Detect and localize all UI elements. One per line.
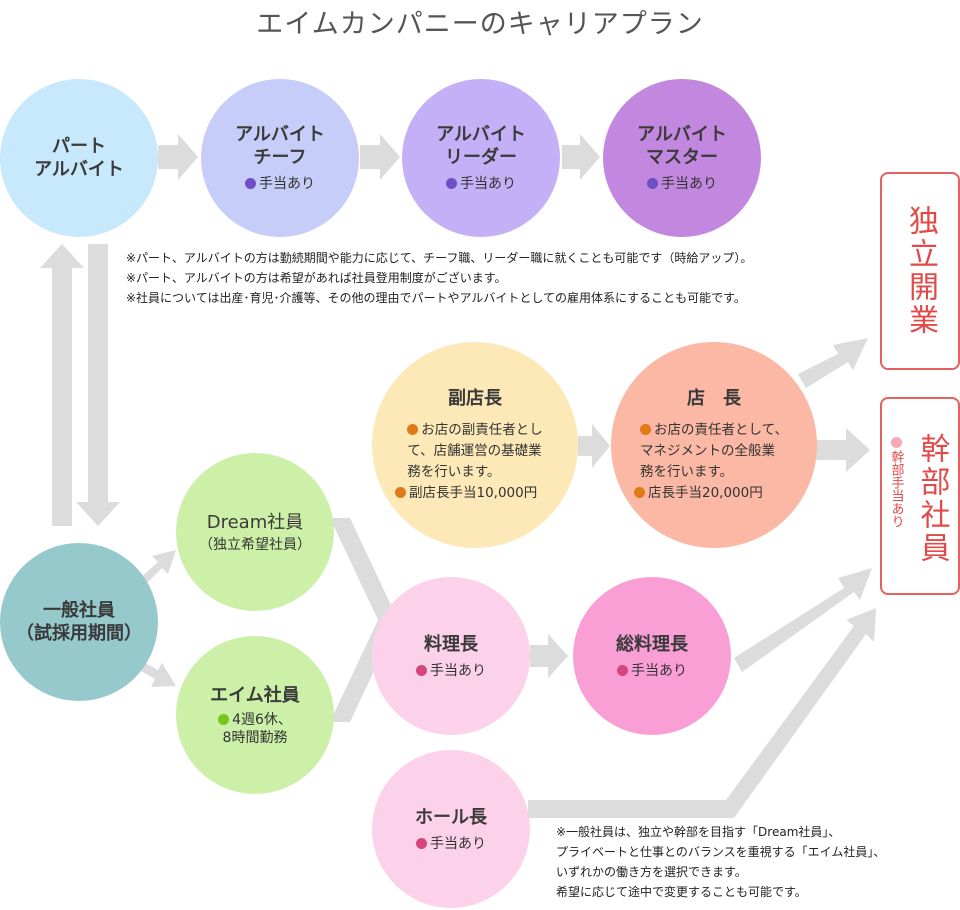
node-manager-desc: お店の責任者として、 マネジメントの全般業 務を行います。 [640, 421, 788, 480]
purple-dot-icon [647, 178, 658, 189]
arrow-general-to-part [40, 244, 84, 526]
node-hall-allowance: 手当あり [416, 833, 486, 853]
node-vice-desc: お店の副責任者とし て、店舗運営の基礎業 務を行います。 [407, 421, 543, 480]
node-part-time-title: パート アルバイト [34, 136, 124, 180]
goal-executive-note: 幹部手当あり [887, 437, 906, 528]
node-chief-allowance: 手当あり [245, 173, 315, 193]
arrow-headchef-to-executive [734, 568, 872, 672]
node-chef-title: 料理長 [424, 633, 478, 655]
note-line: プライベートと仕事とのバランスを重視する「エイム社員」、 [556, 845, 886, 859]
node-hall-manager: ホール長 手当あり [372, 750, 530, 908]
node-aim-title: エイム社員 [210, 684, 300, 706]
node-chief-title: アルバイト チーフ [235, 124, 325, 168]
note-line: 希望に応じて途中で変更することも可能です。 [556, 885, 807, 899]
node-manager-pay: 店長手当20,000円 [634, 483, 794, 504]
arrow-leader-to-master [562, 134, 600, 180]
node-vice-manager: 副店長 お店の副責任者とし て、店舗運営の基礎業 務を行います。 副店長手当10… [372, 342, 578, 548]
arrow-chief-to-leader [360, 134, 400, 180]
arrow-general-to-aim [136, 660, 176, 687]
arrow-general-to-dream [138, 550, 176, 586]
node-leader: アルバイト リーダー 手当あり [402, 79, 560, 237]
note-line: ※パート、アルバイトの方は勤続期間や能力に応じて、チーフ職、リーダー職に就くこと… [126, 251, 753, 265]
node-general-employee: 一般社員 （試採用期間） [0, 543, 158, 701]
node-dream-title: Dream社員 [206, 511, 304, 533]
node-vice-title: 副店長 [448, 387, 502, 409]
pink-dot-icon [617, 664, 628, 676]
note-line: いずれかの働き方を選択できます。 [556, 865, 747, 879]
orange-dot-icon [640, 423, 652, 435]
note-line: ※一般社員は、独立や幹部を目指す「Dream社員」、 [556, 825, 841, 839]
orange-dot-icon [634, 486, 645, 498]
note-line: ※社員については出産･育児･介護等、その他の理由でパートやアルバイトとしての雇用… [126, 291, 746, 305]
node-head-chef-allowance: 手当あり [617, 660, 687, 680]
arrow-part-to-general [76, 244, 120, 526]
orange-dot-icon [395, 486, 406, 498]
note-line: ※パート、アルバイトの方は希望があれば社員登用制度がございます。 [126, 271, 507, 285]
goal-independence-label: 独立開業 [903, 205, 938, 337]
node-vice-pay: 副店長手当10,000円 [395, 483, 555, 504]
node-aim-detail: 4週6休、 8時間勤務 [218, 711, 292, 747]
node-hall-title: ホール長 [415, 806, 487, 828]
node-manager-title: 店 長 [687, 387, 741, 409]
node-head-chef: 総料理長 手当あり [573, 577, 731, 735]
node-dream-employee: Dream社員 （独立希望社員） [176, 453, 334, 611]
orange-dot-icon [407, 423, 419, 435]
node-part-time: パート アルバイト [0, 79, 158, 237]
node-master-allowance: 手当あり [647, 173, 717, 193]
node-master-title: アルバイト マスター [637, 124, 727, 168]
goal-executive-box: 幹部社員 幹部手当あり [880, 397, 960, 595]
purple-dot-icon [446, 178, 457, 189]
goal-executive-label: 幹部社員 [914, 433, 950, 565]
arrow-chef-to-headchef [530, 634, 568, 678]
node-master: アルバイト マスター 手当あり [603, 79, 761, 237]
pink-dot-icon [890, 437, 902, 448]
node-leader-title: アルバイト リーダー [436, 124, 526, 168]
page-title: エイムカンパニーのキャリアプラン [256, 9, 704, 40]
node-store-manager: 店 長 お店の責任者として、 マネジメントの全般業 務を行います。 店長手当20… [611, 342, 817, 548]
node-aim-employee: エイム社員 4週6休、 8時間勤務 [176, 636, 334, 794]
arrow-manager-to-independence [798, 338, 868, 388]
node-chef: 料理長 手当あり [372, 577, 530, 735]
node-leader-allowance: 手当あり [446, 173, 516, 193]
arrow-hall-to-executive [528, 608, 876, 818]
arrow-vice-to-manager [578, 424, 610, 468]
arrow-manager-to-executive [800, 428, 870, 472]
purple-dot-icon [245, 178, 256, 189]
green-dot-icon [218, 713, 230, 725]
node-chef-allowance: 手当あり [416, 660, 486, 680]
node-dream-sub: （独立希望社員） [199, 536, 311, 553]
pink-dot-icon [416, 664, 427, 676]
notes-top: ※パート、アルバイトの方は勤続期間や能力に応じて、チーフ職、リーダー職に就くこと… [126, 248, 752, 308]
node-head-chef-title: 総料理長 [616, 633, 688, 655]
notes-bottom: ※一般社員は、独立や幹部を目指す「Dream社員」、 プライベートと仕事とのバラ… [556, 822, 885, 902]
goal-independence-box: 独立開業 [880, 172, 960, 370]
node-general-title: 一般社員 （試採用期間） [16, 600, 142, 644]
node-chief: アルバイト チーフ 手当あり [201, 79, 359, 237]
arrow-part-to-chief [158, 134, 198, 180]
pink-dot-icon [416, 837, 427, 849]
